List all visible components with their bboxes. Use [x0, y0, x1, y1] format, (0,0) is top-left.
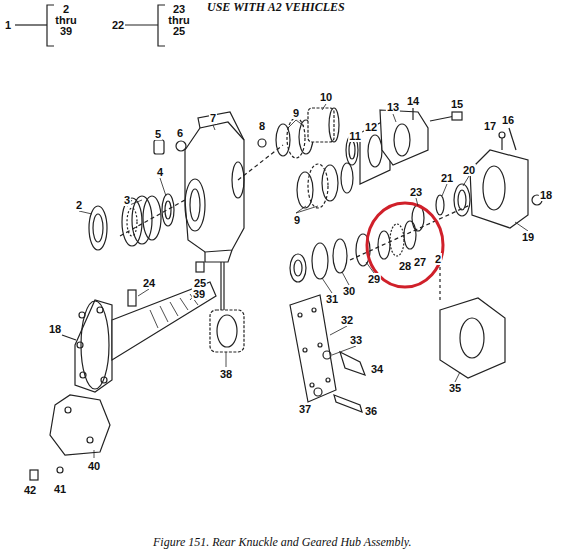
callout-number: 18	[539, 189, 553, 201]
lower-bearings	[297, 163, 353, 208]
callout-number: 31	[325, 293, 339, 305]
page-title: USE WITH A2 VEHICLES	[207, 0, 345, 15]
callout-number: 21	[440, 172, 454, 184]
callout-number: 41	[53, 483, 67, 495]
callout-number: 30	[342, 285, 356, 297]
callout-number: 17	[483, 120, 497, 132]
group-range: 2 thru 39	[50, 4, 82, 37]
callout-number: 40	[87, 460, 101, 472]
callout-number: 38	[219, 368, 233, 380]
leader-lines	[79, 104, 528, 458]
callout-number: 23	[409, 186, 423, 198]
callout-number: 36	[364, 405, 378, 417]
callout-number: 15	[450, 98, 464, 110]
callout-number: 14	[406, 95, 420, 107]
callout-number: 1	[4, 19, 12, 31]
gear	[196, 262, 244, 352]
highlight-circle	[367, 203, 443, 287]
cover-plate	[290, 295, 365, 412]
mount-plate	[440, 260, 505, 378]
callout-number: 12	[364, 121, 378, 133]
callout-number: 13	[386, 101, 400, 113]
right-plate	[350, 128, 542, 260]
lower-rings	[290, 205, 424, 282]
callout-number: 37	[298, 403, 312, 415]
callout-number: 34	[370, 363, 384, 375]
callout-number: 6	[176, 127, 184, 139]
callout-number: 28	[398, 260, 412, 272]
callout-number: 33	[349, 334, 363, 346]
callout-number: 32	[340, 314, 354, 326]
bracket	[30, 395, 110, 480]
callout-number: 19	[521, 231, 535, 243]
callout-number: 7	[209, 112, 217, 124]
left-rings	[89, 140, 186, 250]
callout-number: 4	[156, 166, 164, 178]
callout-number: 39	[192, 288, 206, 300]
callout-number: 22	[111, 19, 125, 31]
callout-number: 18	[48, 323, 62, 335]
upper-train	[238, 108, 462, 184]
callout-number: 3	[123, 194, 131, 206]
callout-number: 16	[501, 114, 515, 126]
callout-number: 2	[75, 199, 83, 211]
callout-number: 35	[448, 382, 462, 394]
callout-number: 11	[348, 130, 362, 142]
figure-caption: Figure 151. Rear Knuckle and Geared Hub …	[153, 535, 412, 550]
callout-number: 9	[292, 107, 300, 119]
callout-number: 29	[367, 273, 381, 285]
geared-hub	[62, 282, 216, 392]
callout-number: 9	[293, 214, 301, 226]
callout-number: 24	[142, 277, 156, 289]
group-brackets	[15, 5, 165, 46]
callout-number: 8	[258, 120, 266, 132]
callout-number: 27	[413, 256, 427, 268]
callout-number: 5	[154, 128, 162, 140]
callout-number: 20	[462, 164, 476, 176]
callout-number: 10	[319, 91, 333, 103]
group-range: 23 thru 25	[163, 4, 195, 37]
callout-number: 2	[434, 253, 442, 265]
callout-number: 42	[23, 484, 37, 496]
